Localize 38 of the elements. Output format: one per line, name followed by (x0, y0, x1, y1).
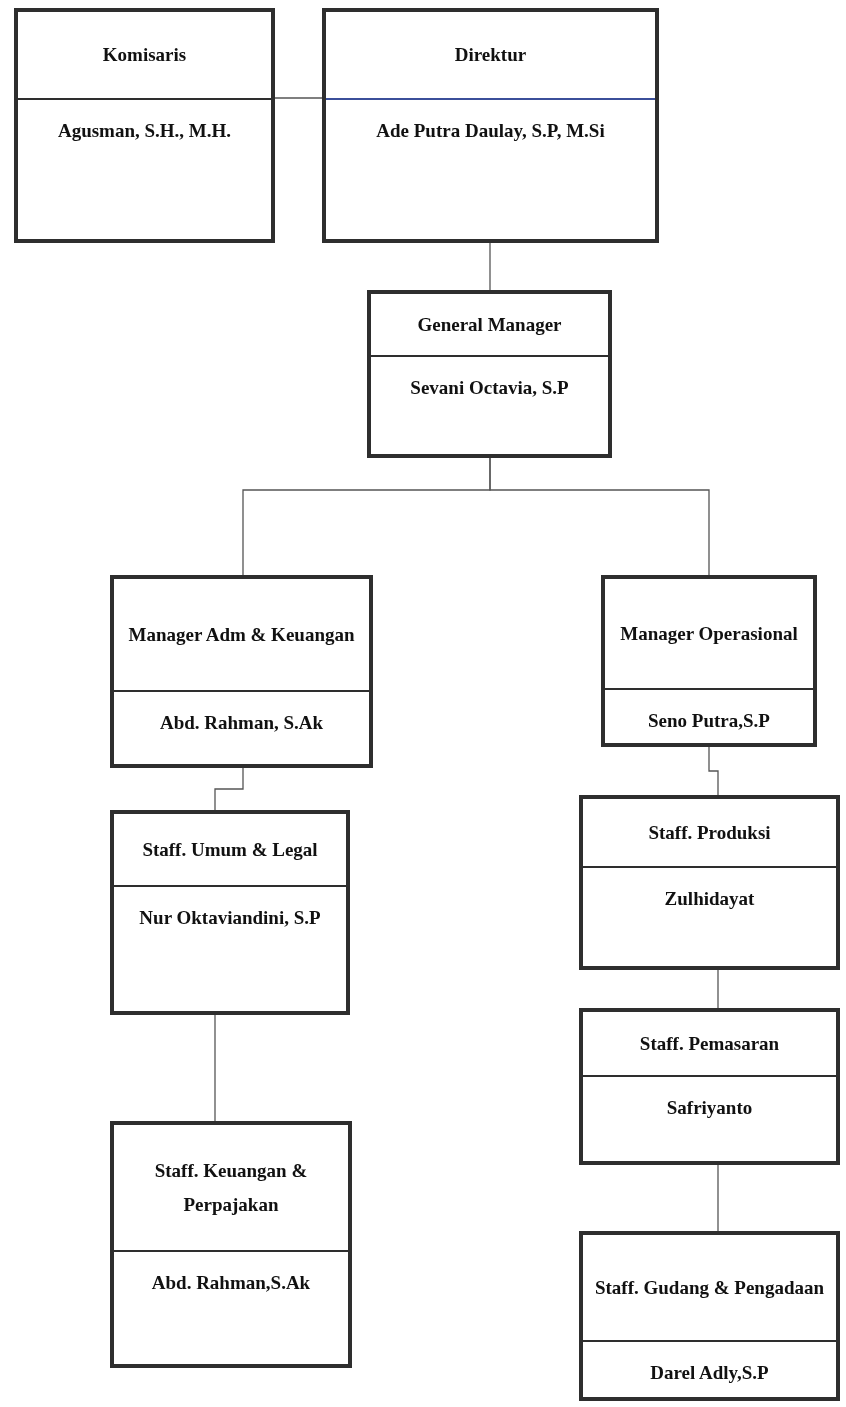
role-title: Manager Operasional (620, 621, 798, 646)
person-name: Darel Adly,S.P (650, 1361, 769, 1385)
person-name: Nur Oktaviandini, S.P (139, 906, 321, 930)
connector-line (489, 457, 710, 576)
role-title: Staff. Pemasaran (639, 1031, 780, 1056)
connector-line (489, 242, 491, 291)
role-title: Direktur (454, 43, 527, 68)
org-box (367, 290, 612, 458)
org-box (110, 810, 350, 1015)
org-box (601, 575, 817, 747)
connector-line (708, 746, 719, 796)
connector-line (214, 767, 244, 811)
role-title: Manager Adm & Keuangan (128, 622, 355, 647)
role-title: Komisaris (102, 43, 187, 68)
person-name: Agusman, S.H., M.H. (57, 119, 232, 143)
org-box (579, 795, 840, 970)
person-name: Zulhidayat (664, 887, 755, 911)
person-name: Abd. Rahman,S.Ak (151, 1271, 311, 1295)
role-title: Staff. Keuangan & Perpajakan (153, 1159, 309, 1217)
connector-line (717, 969, 719, 1009)
person-name: Abd. Rahman, S.Ak (159, 711, 324, 735)
org-box (14, 8, 275, 243)
person-name: Ade Putra Daulay, S.P, M.Si (376, 119, 605, 143)
org-box (579, 1231, 840, 1401)
connector-line (214, 1014, 216, 1122)
org-box (579, 1008, 840, 1165)
org-box (110, 575, 373, 768)
person-name: Sevani Octavia, S.P (410, 376, 569, 400)
role-title: Staff. Produksi (648, 820, 771, 845)
person-name: Seno Putra,S.P (648, 709, 770, 733)
connector-line (274, 97, 323, 99)
role-title: Staff. Gudang & Pengadaan (594, 1275, 825, 1300)
person-name: Safriyanto (666, 1096, 753, 1120)
role-title: General Manager (417, 312, 562, 337)
role-title: Staff. Umum & Legal (142, 837, 318, 862)
org-box (110, 1121, 352, 1368)
connector-line (717, 1164, 719, 1232)
org-box (322, 8, 659, 243)
